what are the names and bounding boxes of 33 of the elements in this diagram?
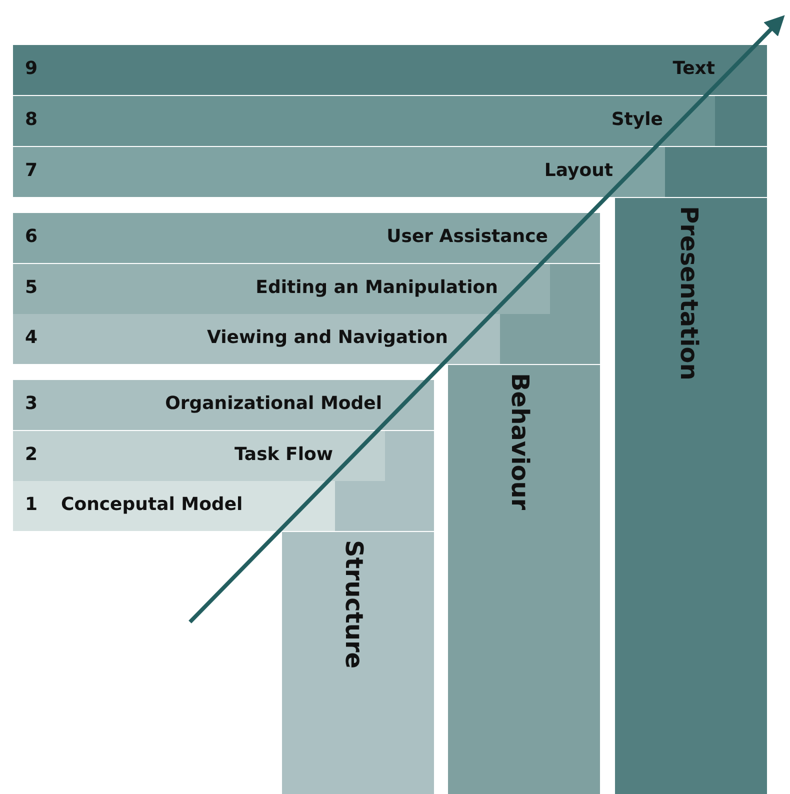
pillar-band	[282, 532, 434, 794]
layer-label: Viewing and Navigation	[207, 327, 448, 348]
layer-bar	[13, 147, 767, 197]
layer-bar	[13, 314, 600, 364]
layer-number: 3	[25, 393, 38, 414]
layer-number: 6	[25, 226, 38, 247]
layer-bar	[13, 45, 767, 95]
layer-label: Organizational Model	[165, 393, 382, 414]
pillar-band	[448, 365, 600, 794]
pillar-label: Structure	[340, 540, 368, 669]
layer-number: 7	[25, 160, 38, 181]
layer-bar	[13, 481, 434, 531]
layer-label: Layout	[544, 160, 613, 181]
layer-label: Editing an Manipulation	[256, 277, 498, 298]
layer-number: 2	[25, 444, 38, 465]
pillar-label: Presentation	[675, 206, 703, 380]
layer-number: 8	[25, 109, 38, 130]
pillar-band	[615, 198, 767, 794]
layer-label: Conceputal Model	[61, 494, 243, 515]
layer-label: User Assistance	[386, 226, 548, 247]
layer-label: Text	[672, 58, 715, 79]
layer-bar	[13, 380, 434, 430]
layer-number: 9	[25, 58, 38, 79]
layer-number: 1	[25, 494, 38, 515]
layer-label: Task Flow	[234, 444, 333, 465]
layer-label: Style	[611, 109, 663, 130]
layer-bar	[13, 96, 767, 146]
layer-bar	[13, 431, 434, 481]
layer-bar	[13, 213, 600, 263]
layer-number: 5	[25, 277, 38, 298]
pillar-label: Behaviour	[506, 373, 534, 510]
layer-bar	[13, 264, 600, 314]
layer-number: 4	[25, 327, 38, 348]
